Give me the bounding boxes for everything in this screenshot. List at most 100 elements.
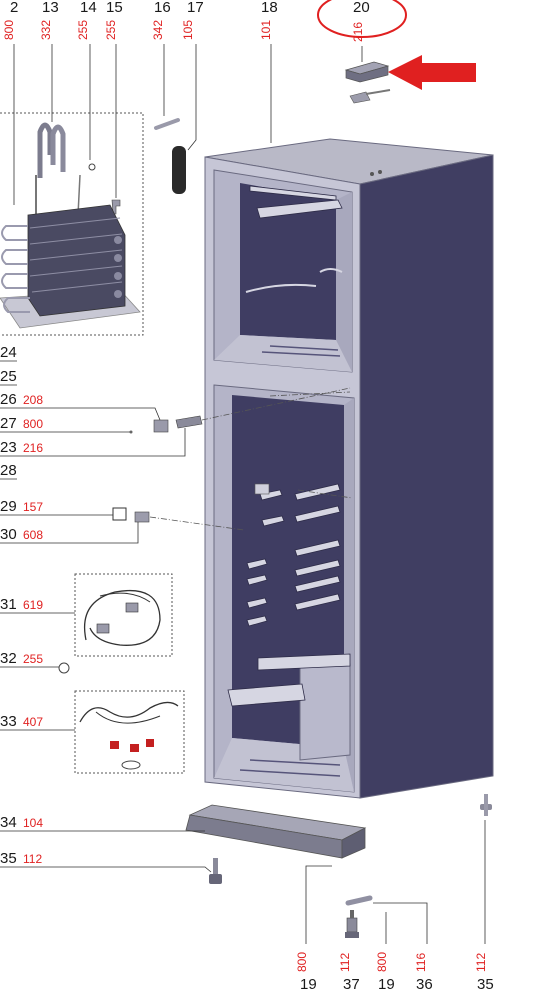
callout-number: 31 bbox=[0, 596, 17, 613]
part-36-rod bbox=[345, 895, 373, 906]
callout-code: 101 bbox=[259, 20, 273, 40]
leveler-body bbox=[346, 917, 358, 933]
callout-number: 29 bbox=[0, 498, 17, 515]
callout-code: 800 bbox=[23, 417, 43, 431]
callout-number: 16 bbox=[154, 0, 171, 16]
shelf-support bbox=[259, 489, 283, 501]
cabinet bbox=[204, 138, 494, 799]
callout-code: 105 bbox=[181, 20, 195, 40]
callout-number: 27 bbox=[0, 415, 17, 432]
callout-number: 13 bbox=[42, 0, 59, 16]
condenser-fins bbox=[29, 217, 123, 293]
shelf-support bbox=[246, 558, 268, 570]
callout-number: 18 bbox=[261, 0, 278, 16]
callout-number: 20 bbox=[353, 0, 370, 16]
control-unit-rod bbox=[365, 89, 391, 95]
condenser-coils bbox=[1, 225, 30, 313]
assembly-line bbox=[297, 489, 353, 499]
harness-cable bbox=[95, 711, 161, 724]
callout-code: 208 bbox=[23, 393, 43, 407]
callout-code: 104 bbox=[23, 816, 43, 830]
callout-number: 37 bbox=[343, 976, 360, 991]
part-35-foot bbox=[209, 858, 222, 884]
callout-number: 34 bbox=[0, 814, 17, 831]
crisper-housing bbox=[299, 663, 351, 761]
crisper-rail bbox=[257, 653, 351, 671]
assembly-line bbox=[149, 516, 245, 531]
fin-line bbox=[31, 281, 123, 293]
foot-base bbox=[209, 874, 222, 884]
left-callouts: 24 25 26 208 27 800 23 216 28 29 157 30 … bbox=[0, 344, 43, 867]
fin-line bbox=[29, 265, 123, 277]
coil-loop bbox=[1, 249, 28, 265]
callout-code: 800 bbox=[295, 952, 309, 972]
fin-line bbox=[29, 217, 121, 229]
harness-cable bbox=[79, 701, 179, 723]
red-connector bbox=[146, 739, 154, 747]
highlight-arrow bbox=[388, 55, 476, 90]
part-34-base-plate bbox=[185, 804, 367, 859]
bottom-callouts: 800 112 800 116 112 19 37 19 36 35 bbox=[295, 952, 494, 991]
coil-end bbox=[114, 272, 122, 280]
callout-number: 33 bbox=[0, 713, 17, 730]
leader-line bbox=[305, 865, 332, 944]
part-37-leveler bbox=[345, 910, 359, 938]
cabinet-top-screw bbox=[378, 170, 382, 174]
callout-number: 2 bbox=[10, 0, 18, 16]
drawer-rail bbox=[227, 683, 306, 707]
control-unit-body bbox=[345, 65, 389, 83]
condenser-core bbox=[27, 204, 126, 317]
condenser-end-coils bbox=[114, 236, 122, 298]
callout-code: 112 bbox=[474, 953, 488, 972]
leader-line bbox=[0, 866, 212, 873]
leader-line bbox=[0, 522, 139, 544]
harness-connector bbox=[96, 623, 110, 634]
part-14-ring bbox=[88, 163, 96, 171]
callout-code: 216 bbox=[23, 441, 43, 455]
coil-end bbox=[114, 236, 122, 244]
part-32-ring bbox=[58, 662, 70, 674]
part-29-square bbox=[112, 507, 127, 521]
shelf-support bbox=[294, 483, 341, 501]
shelf-support bbox=[261, 515, 285, 527]
callout-number: 36 bbox=[416, 976, 433, 991]
leader-lines bbox=[0, 44, 486, 944]
callout-code: 255 bbox=[23, 652, 43, 666]
callout-code: 216 bbox=[351, 22, 365, 42]
callout-code: 608 bbox=[23, 528, 43, 542]
callout-number: 35 bbox=[477, 976, 494, 991]
base-plate-end bbox=[341, 827, 366, 859]
harness-connector bbox=[125, 602, 139, 613]
part-control-unit bbox=[344, 61, 391, 104]
highlight-circle bbox=[317, 0, 407, 38]
shelf-support bbox=[246, 597, 268, 609]
harness-dashed-box bbox=[74, 573, 173, 657]
part-35-screw-right bbox=[480, 794, 492, 816]
red-connector bbox=[130, 744, 139, 752]
callout-code: 116 bbox=[414, 953, 428, 972]
part-16 bbox=[154, 118, 180, 130]
shelf-support bbox=[294, 505, 341, 523]
callout-code: 255 bbox=[104, 20, 118, 40]
coil-loop bbox=[1, 273, 28, 289]
callout-number: 30 bbox=[0, 526, 17, 543]
callout-code: 342 bbox=[151, 20, 165, 40]
freezer-wire bbox=[319, 268, 343, 273]
callout-code: 407 bbox=[23, 715, 43, 729]
red-connector bbox=[110, 741, 119, 749]
freezer-wire bbox=[245, 283, 317, 293]
callout-number: 28 bbox=[0, 462, 17, 479]
shelf-support bbox=[294, 593, 341, 611]
leader-line bbox=[187, 44, 197, 151]
callout-number: 14 bbox=[80, 0, 97, 16]
callout-number: 19 bbox=[378, 976, 395, 991]
callout-code: 800 bbox=[375, 952, 389, 972]
callout-number: 23 bbox=[0, 439, 17, 456]
shelf-support bbox=[294, 559, 341, 577]
coil-end bbox=[114, 290, 122, 298]
capillary-pipe bbox=[50, 124, 66, 172]
capillary-pipe bbox=[37, 122, 53, 178]
callout-number: 15 bbox=[106, 0, 123, 16]
control-unit-bracket bbox=[349, 91, 371, 104]
